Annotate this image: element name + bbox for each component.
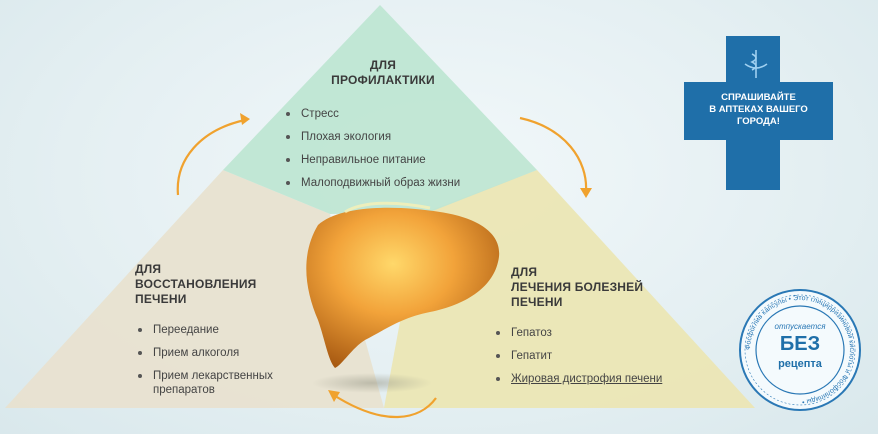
list-item: Гепатит — [493, 349, 693, 363]
right-list: Гепатоз Гепатит Жировая дистрофия печени — [493, 326, 693, 386]
left-block: ДЛЯ ВОССТАНОВЛЕНИЯ ПЕЧЕНИ Переедание При… — [135, 262, 305, 406]
arrow-right-to-left — [331, 393, 437, 419]
list-item: Переедание — [135, 323, 295, 337]
top-section — [223, 5, 537, 214]
list-item-link[interactable]: Жировая дистрофия печени — [493, 372, 693, 386]
top-list: Стресс Плохая экология Неправильное пита… — [283, 107, 503, 190]
left-section — [5, 170, 384, 408]
stamp-sub-text: рецепта — [778, 358, 822, 370]
top-heading: ДЛЯ ПРОФИЛАКТИКИ — [331, 58, 435, 87]
liver-icon — [306, 207, 500, 368]
left-list: Переедание Прием алкоголя Прием лекарств… — [135, 323, 295, 397]
bowl-of-hygieia-icon — [744, 50, 768, 78]
cycle-arrows — [176, 116, 588, 419]
arrow-top-to-right — [519, 116, 588, 193]
stamp-graphic: Фосфоглив капсулы • Этот глицирризиновой… — [739, 289, 861, 411]
arrow-left-to-top — [176, 118, 246, 196]
stamp-small-text: отпускается — [774, 322, 826, 331]
list-item: Стресс — [283, 107, 503, 121]
list-item: Малоподвижный образ жизни — [283, 176, 503, 190]
list-item: Неправильное питание — [283, 153, 503, 167]
pharmacy-callout: СПРАШИВАЙТЕ В АПТЕКАХ ВАШЕГО ГОРОДА! — [709, 92, 808, 127]
list-item: Плохая экология — [283, 130, 503, 144]
list-item: Прием алкоголя — [135, 346, 295, 360]
list-item: Прием лекарственных препаратов — [135, 369, 278, 397]
right-block: ДЛЯ ЛЕЧЕНИЯ БОЛЕЗНЕЙ ПЕЧЕНИ Гепатоз Гепа… — [496, 265, 701, 395]
right-heading: ДЛЯ ЛЕЧЕНИЯ БОЛЕЗНЕЙ ПЕЧЕНИ — [511, 265, 644, 309]
pharmacy-cross-icon — [684, 36, 833, 190]
list-item: Гепатоз — [493, 326, 693, 340]
left-heading: ДЛЯ ВОССТАНОВЛЕНИЯ ПЕЧЕНИ — [135, 262, 257, 306]
top-block: ДЛЯ ПРОФИЛАКТИКИ Стресс Плохая экология … — [283, 58, 503, 199]
stamp-big-text: БЕЗ — [779, 333, 821, 355]
